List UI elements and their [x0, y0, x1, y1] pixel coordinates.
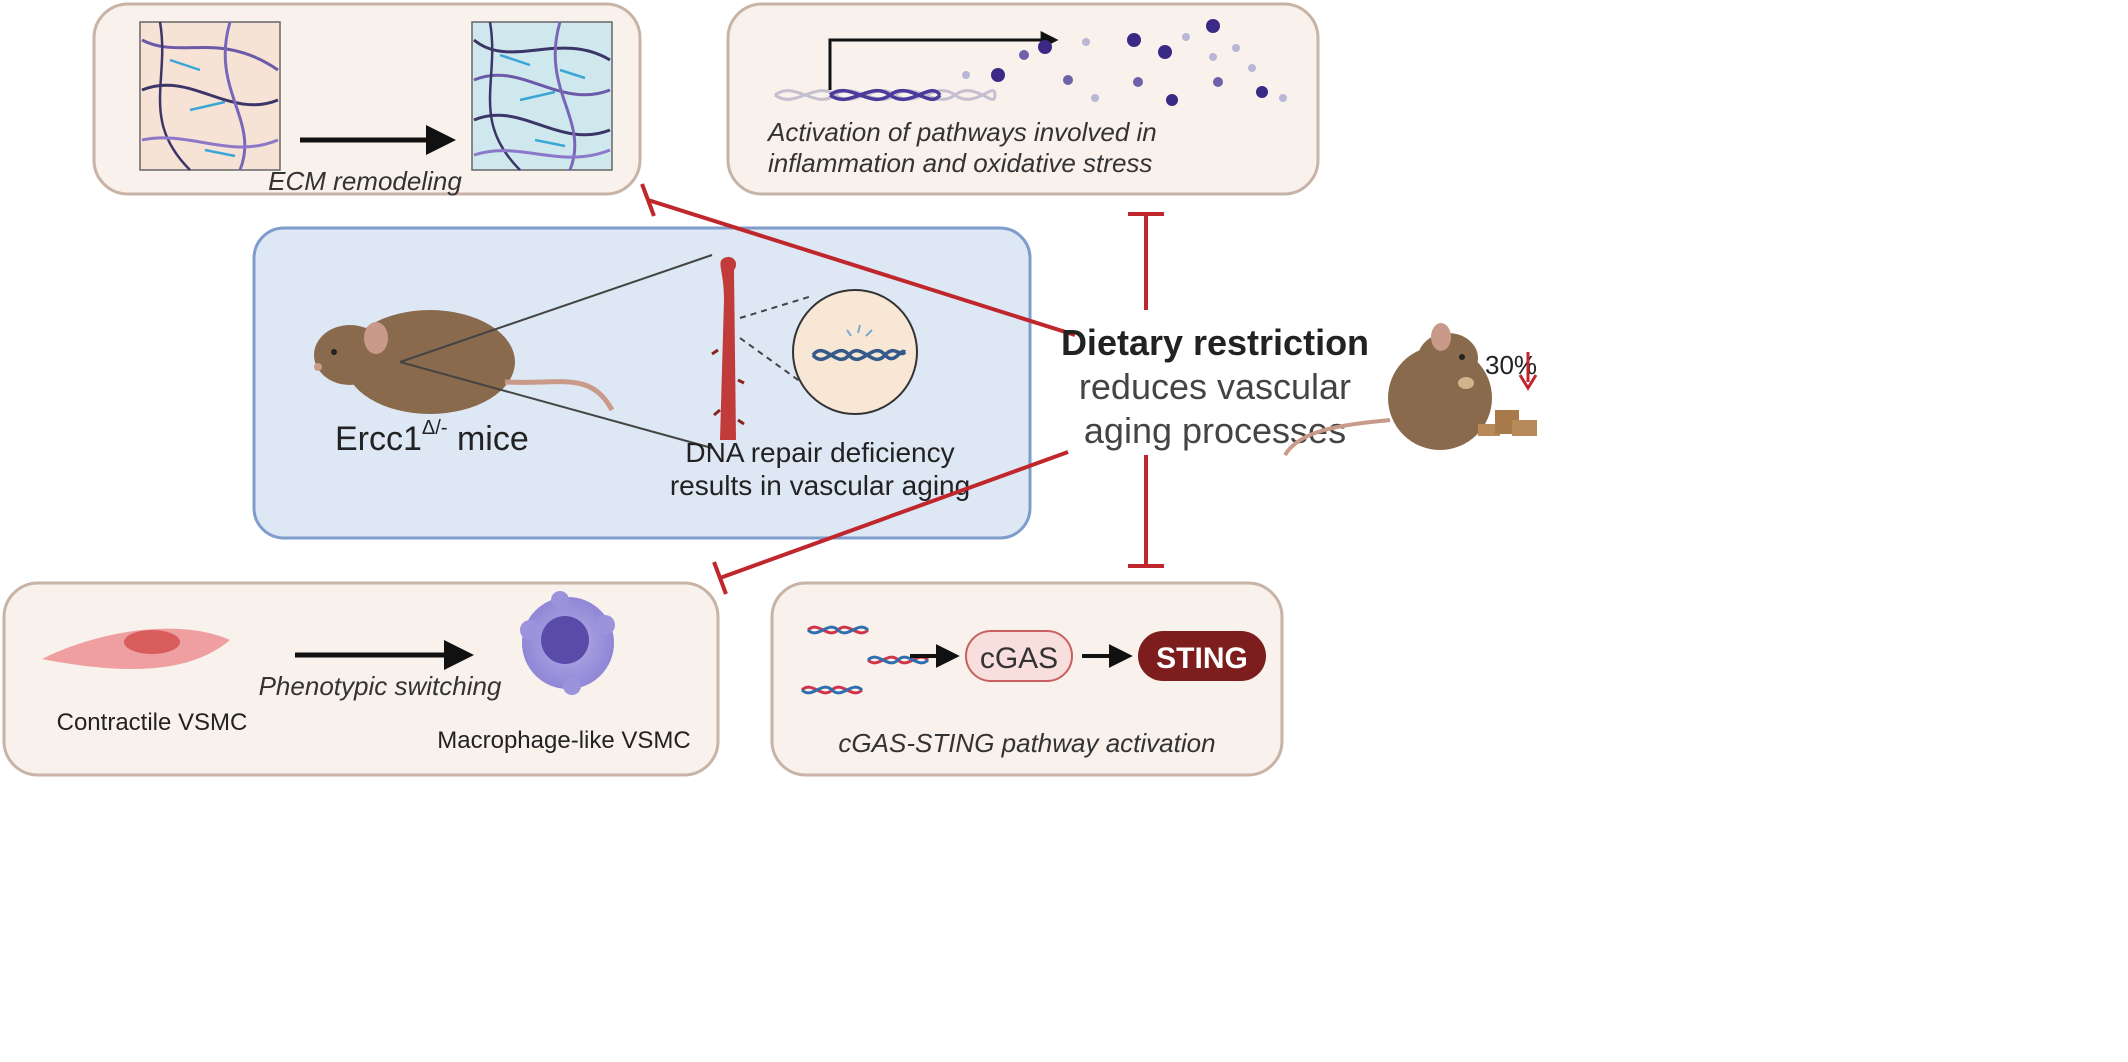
aorta-icon: [711, 256, 745, 440]
dna-damage-icon: [739, 289, 918, 415]
inhibit-line-vsmc: [719, 450, 1069, 580]
cgas-caption: cGAS-STING pathway activation: [838, 728, 1215, 758]
intervention-title: Dietary restriction: [1061, 322, 1369, 363]
ecm-fiber-image-before: [139, 21, 281, 171]
intervention: Dietary restriction reduces vascular agi…: [1061, 322, 1538, 457]
macrophage-cell-icon: [520, 591, 615, 695]
food-pellets-icon: [1478, 410, 1537, 436]
cgas-node-label: cGAS: [980, 642, 1058, 675]
inhibit-bar-vsmc: [712, 561, 728, 595]
inhibit-line-ecm: [647, 198, 1076, 337]
inflammation-label-line2: inflammation and oxidative stress: [768, 148, 1152, 178]
mouse-strain-suffix: mice: [448, 420, 529, 458]
phenotypic-switching-label: Phenotypic switching: [259, 671, 502, 701]
ecm-fiber-image-after: [471, 21, 613, 171]
sting-node-label: STING: [1156, 642, 1248, 675]
contractile-vsmc-label: Contractile VSMC: [57, 709, 248, 736]
cgas-node: [965, 630, 1073, 682]
inflammation-panel: Activation of pathways involved in infla…: [726, 2, 1320, 196]
dna-deficiency-line1: DNA repair deficiency: [685, 437, 954, 468]
intervention-line3: aging processes: [1084, 410, 1346, 451]
mouse-icon: [314, 310, 615, 414]
ecm-panel: ECM remodeling: [92, 2, 642, 196]
center-panel: Ercc1Δ/- mice DNA repair deficiency resu…: [252, 226, 1032, 540]
transcription-dna-icon: [774, 31, 1059, 102]
inhibit-bar-ecm: [640, 183, 656, 217]
dna-deficiency-line2: results in vascular aging: [670, 470, 970, 501]
ecm-label: ECM remodeling: [268, 166, 462, 196]
inhibition-connectors: [640, 183, 1164, 595]
inflammation-label-line1: Activation of pathways involved in: [766, 117, 1157, 147]
cgas-panel: cGAS STING cGAS-STING pathway activation: [770, 581, 1284, 777]
mouse-strain-base: Ercc1: [335, 420, 422, 458]
contractile-cell-icon: [42, 628, 230, 669]
molecule-dots: [962, 19, 1287, 106]
eating-mouse-icon: [1283, 323, 1492, 457]
intervention-line2: reduces vascular: [1079, 366, 1351, 407]
zoom-lines: [399, 254, 713, 449]
sting-node: [1138, 631, 1266, 681]
down-arrow-icon: [1518, 352, 1538, 391]
macrophage-vsmc-label: Macrophage-like VSMC: [437, 727, 690, 754]
vsmc-panel: Contractile VSMC Phenotypic switching Ma…: [2, 581, 720, 777]
mouse-strain-label: Ercc1Δ/- mice: [335, 417, 529, 458]
mouse-strain-sup: Δ/-: [422, 417, 448, 439]
